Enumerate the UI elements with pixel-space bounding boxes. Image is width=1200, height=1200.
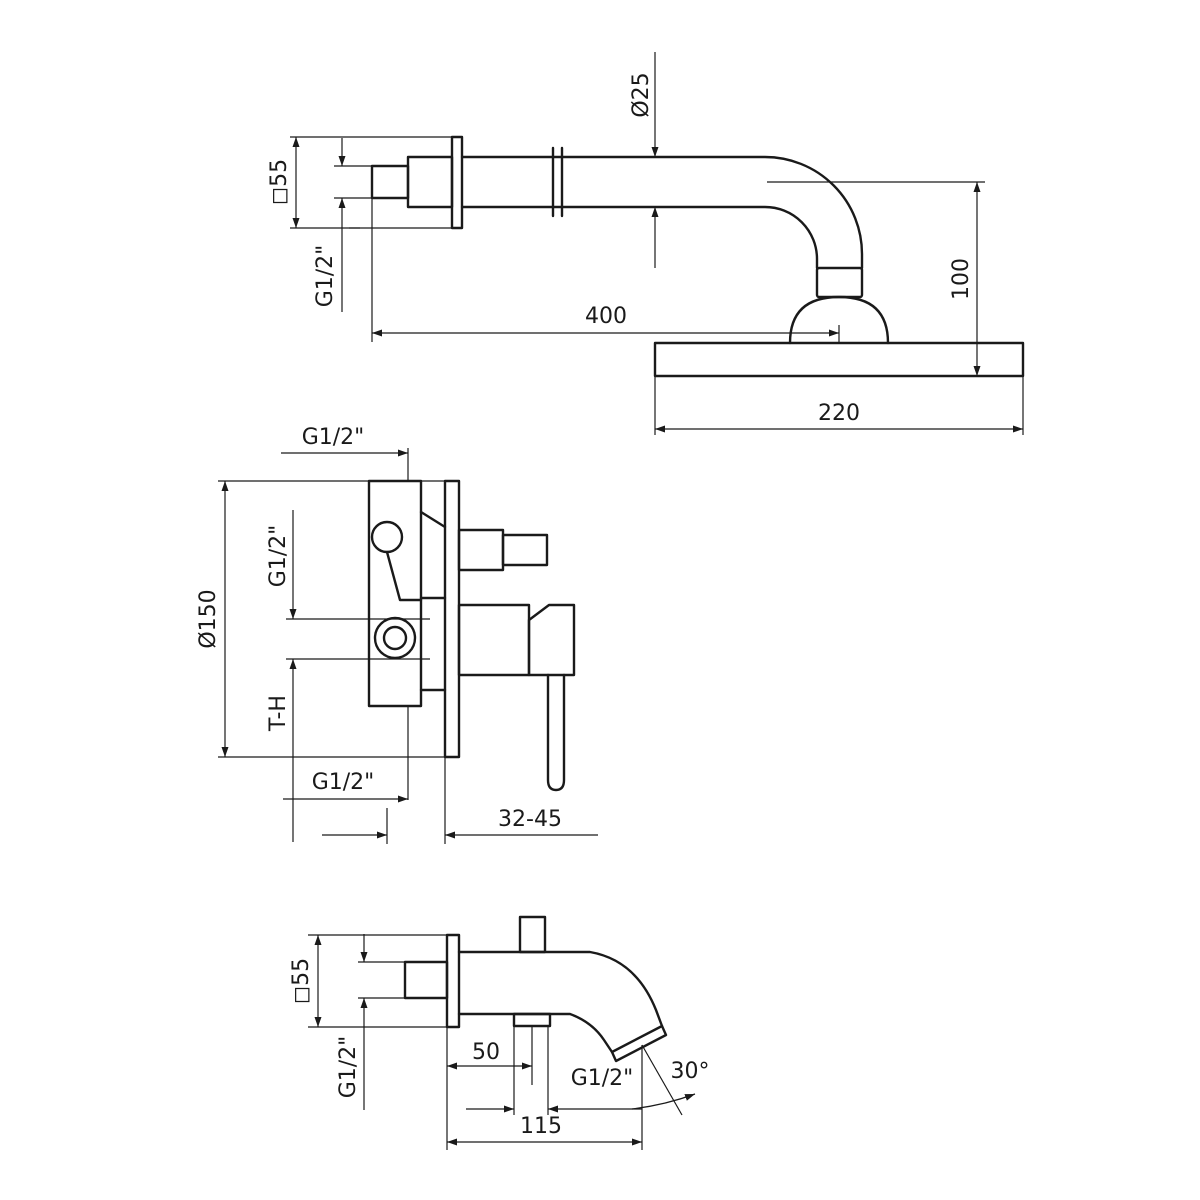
dim-label-spacing: T-H <box>266 695 291 732</box>
spout-nipple <box>403 960 449 1000</box>
dim-label-spout-angle: 30° <box>671 1059 710 1084</box>
diverter-stem <box>457 528 505 572</box>
dim-head-drop: 100 <box>767 181 985 376</box>
dim-label-arm-diameter: Ø25 <box>629 72 654 117</box>
dim-spout-outlet: G1/2" <box>466 1026 642 1115</box>
inlet-ring <box>373 616 417 660</box>
arm-body <box>406 155 454 209</box>
diverter-knob <box>501 533 549 567</box>
dim-head-width: 220 <box>654 376 1024 435</box>
dim-thread: G1/2" <box>313 138 372 312</box>
arm-tube <box>460 146 864 270</box>
handle-head <box>527 603 576 677</box>
dim-label-depth-range: 32-45 <box>498 807 562 832</box>
dim-spout-flange: ◻55 <box>289 934 447 1028</box>
dim-label-mixer-diameter: Ø150 <box>196 589 221 648</box>
diverter-button <box>518 915 547 954</box>
inlet-ring-inner <box>382 625 408 651</box>
body-profile <box>419 510 447 692</box>
spout-body <box>457 950 664 1054</box>
dim-arm-diameter: Ø25 <box>629 52 659 268</box>
swivel-joint <box>815 266 864 299</box>
dim-label-spout-outlet: G1/2" <box>571 1066 634 1091</box>
spout-outlet <box>610 1024 668 1063</box>
dim-label-spout-offset: 50 <box>472 1040 500 1065</box>
wall-flange <box>450 135 464 230</box>
dim-label-spout-thread: G1/2" <box>336 1036 361 1099</box>
cartridge-stem <box>385 550 423 602</box>
shower-head <box>653 341 1025 378</box>
dim-label-thread: G1/2" <box>313 245 338 308</box>
dim-label-arm-length: 400 <box>585 304 627 329</box>
dim-label-spout-flange: ◻55 <box>289 958 314 1004</box>
spout-flange <box>445 933 461 1029</box>
dim-label-outlet-side: G1/2" <box>266 525 291 588</box>
dim-outlet-side: G1/2" T-H <box>266 510 430 842</box>
thread-nipple <box>370 164 410 200</box>
dim-spout-thread: G1/2" <box>336 934 405 1110</box>
dim-label-bottom-thread: G1/2" <box>312 770 375 795</box>
spout-drawing: ◻55 G1/2" 50 G1/2" <box>289 915 710 1150</box>
handle-base <box>457 603 531 677</box>
dim-label-head-width: 220 <box>818 401 860 426</box>
mixer-body <box>367 479 423 708</box>
dim-label-head-drop: 100 <box>949 258 974 300</box>
dim-inlet-top: G1/2" <box>281 425 409 481</box>
head-dome <box>788 295 890 345</box>
dim-arm-length: 400 <box>371 198 840 343</box>
cartridge-knob <box>370 520 404 554</box>
dim-label-spout-length: 115 <box>520 1114 562 1139</box>
dim-spout-offset: 50 <box>446 1026 533 1150</box>
shower-arm-drawing: Ø25 ◻55 G1/2" 400 100 <box>267 52 1025 435</box>
dim-spout-length: 115 <box>447 1114 642 1146</box>
cover-plate <box>443 479 461 759</box>
outlet-port <box>512 1012 552 1028</box>
dim-mixer-diameter: Ø150 <box>196 480 445 758</box>
dim-label-flange-square: ◻55 <box>267 159 292 205</box>
dim-spout-angle: 30° <box>631 1044 710 1150</box>
dim-flange-square: ◻55 <box>267 136 452 229</box>
dim-label-inlet-top: G1/2" <box>302 425 365 450</box>
dim-depth-range: 32-45 <box>322 757 598 844</box>
dim-bottom-thread: G1/2" <box>283 706 409 803</box>
handle-lever <box>546 673 566 792</box>
mixer-drawing: G1/2" Ø150 G1/2" T-H G1/2" <box>196 425 598 844</box>
